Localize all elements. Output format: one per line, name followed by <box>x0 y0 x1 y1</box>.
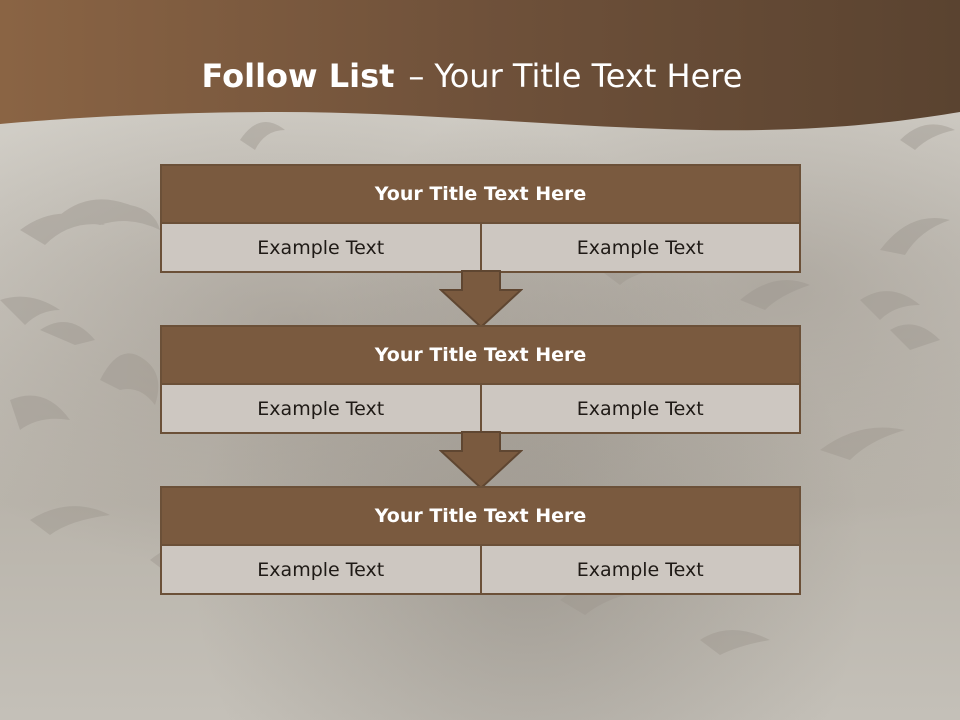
step-block-cell-left: Example Text <box>162 385 480 432</box>
header-band <box>0 0 960 131</box>
step-block-title: Your Title Text Here <box>162 166 799 224</box>
step-block-cell-right: Example Text <box>479 546 799 593</box>
step-block-cell-left: Example Text <box>162 546 480 593</box>
slide-title: Follow List–Your Title Text Here <box>0 56 944 96</box>
title-rest: Your Title Text Here <box>434 57 743 95</box>
step-block-title: Your Title Text Here <box>162 488 799 546</box>
down-arrow-icon <box>439 270 523 329</box>
step-block-2: Your Title Text Here Example Text Exampl… <box>160 325 801 434</box>
down-arrow-icon <box>439 431 523 490</box>
step-block-title: Your Title Text Here <box>162 327 799 385</box>
step-block-cell-right: Example Text <box>479 385 799 432</box>
step-block-row: Example Text Example Text <box>162 385 799 432</box>
step-block-row: Example Text Example Text <box>162 224 799 271</box>
step-block-3: Your Title Text Here Example Text Exampl… <box>160 486 801 595</box>
step-block-cell-right: Example Text <box>479 224 799 271</box>
step-block-cell-left: Example Text <box>162 224 480 271</box>
step-block-1: Your Title Text Here Example Text Exampl… <box>160 164 801 273</box>
title-bold-part: Follow List <box>201 57 395 95</box>
step-block-row: Example Text Example Text <box>162 546 799 593</box>
title-dash: – <box>408 57 425 95</box>
